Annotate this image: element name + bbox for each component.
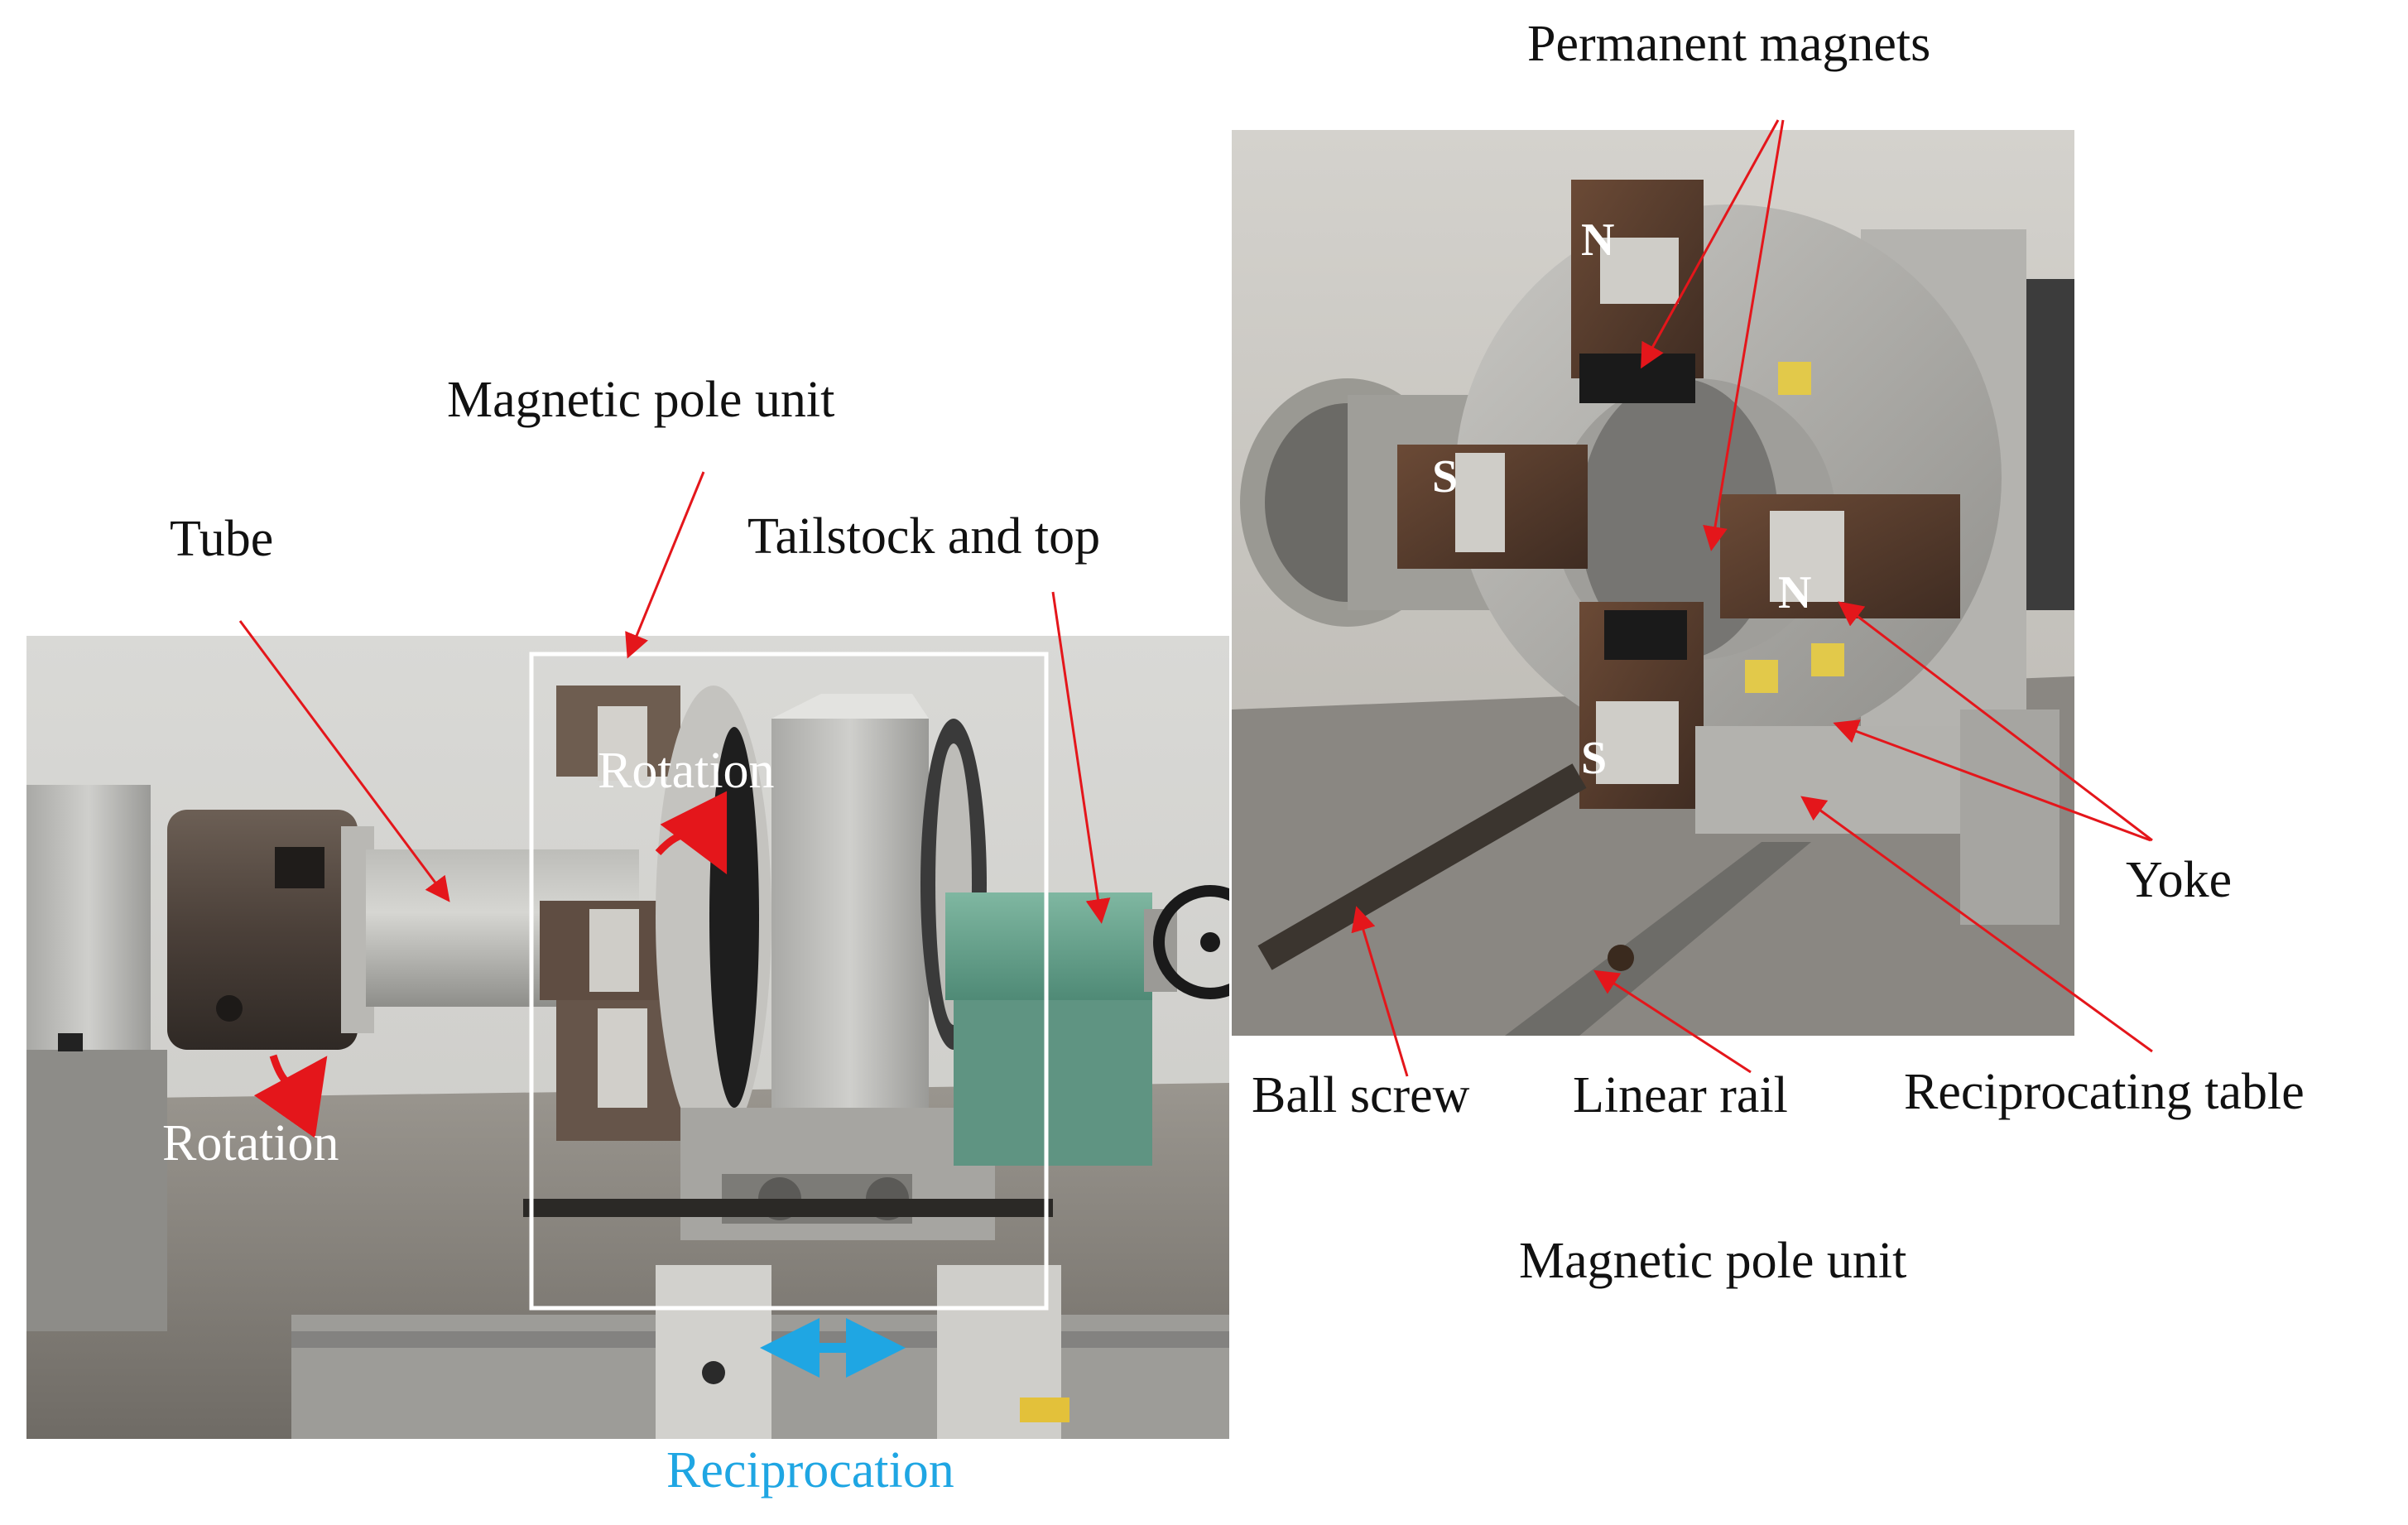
pole-n-top: N [1581,214,1615,266]
label-yoke: Yoke [2126,852,2233,908]
label-reciprocating-table: Reciprocating table [1904,1064,2305,1120]
pole-n-right: N [1778,567,1812,618]
label-ball-screw: Ball screw [1252,1067,1470,1123]
label-linear-rail: Linear rail [1573,1067,1788,1123]
magnetic-pole-unit-arrow [625,471,705,659]
label-rotation-upper: Rotation [598,743,775,799]
pole-s-left: S [1432,451,1459,503]
label-magnetic-pole-unit-caption: Magnetic pole unit [1519,1233,1907,1289]
right-photo-magnetic-pole-unit [1232,130,2074,1036]
label-rotation-lower: Rotation [162,1115,339,1171]
label-tailstock-and-top: Tailstock and top [747,508,1101,565]
label-permanent-magnets: Permanent magnets [1527,16,1931,72]
label-reciprocation: Reciprocation [666,1442,954,1499]
label-tube: Tube [170,511,274,567]
pole-s-bottom: S [1581,733,1608,784]
label-magnetic-pole-unit-top: Magnetic pole unit [447,372,835,428]
